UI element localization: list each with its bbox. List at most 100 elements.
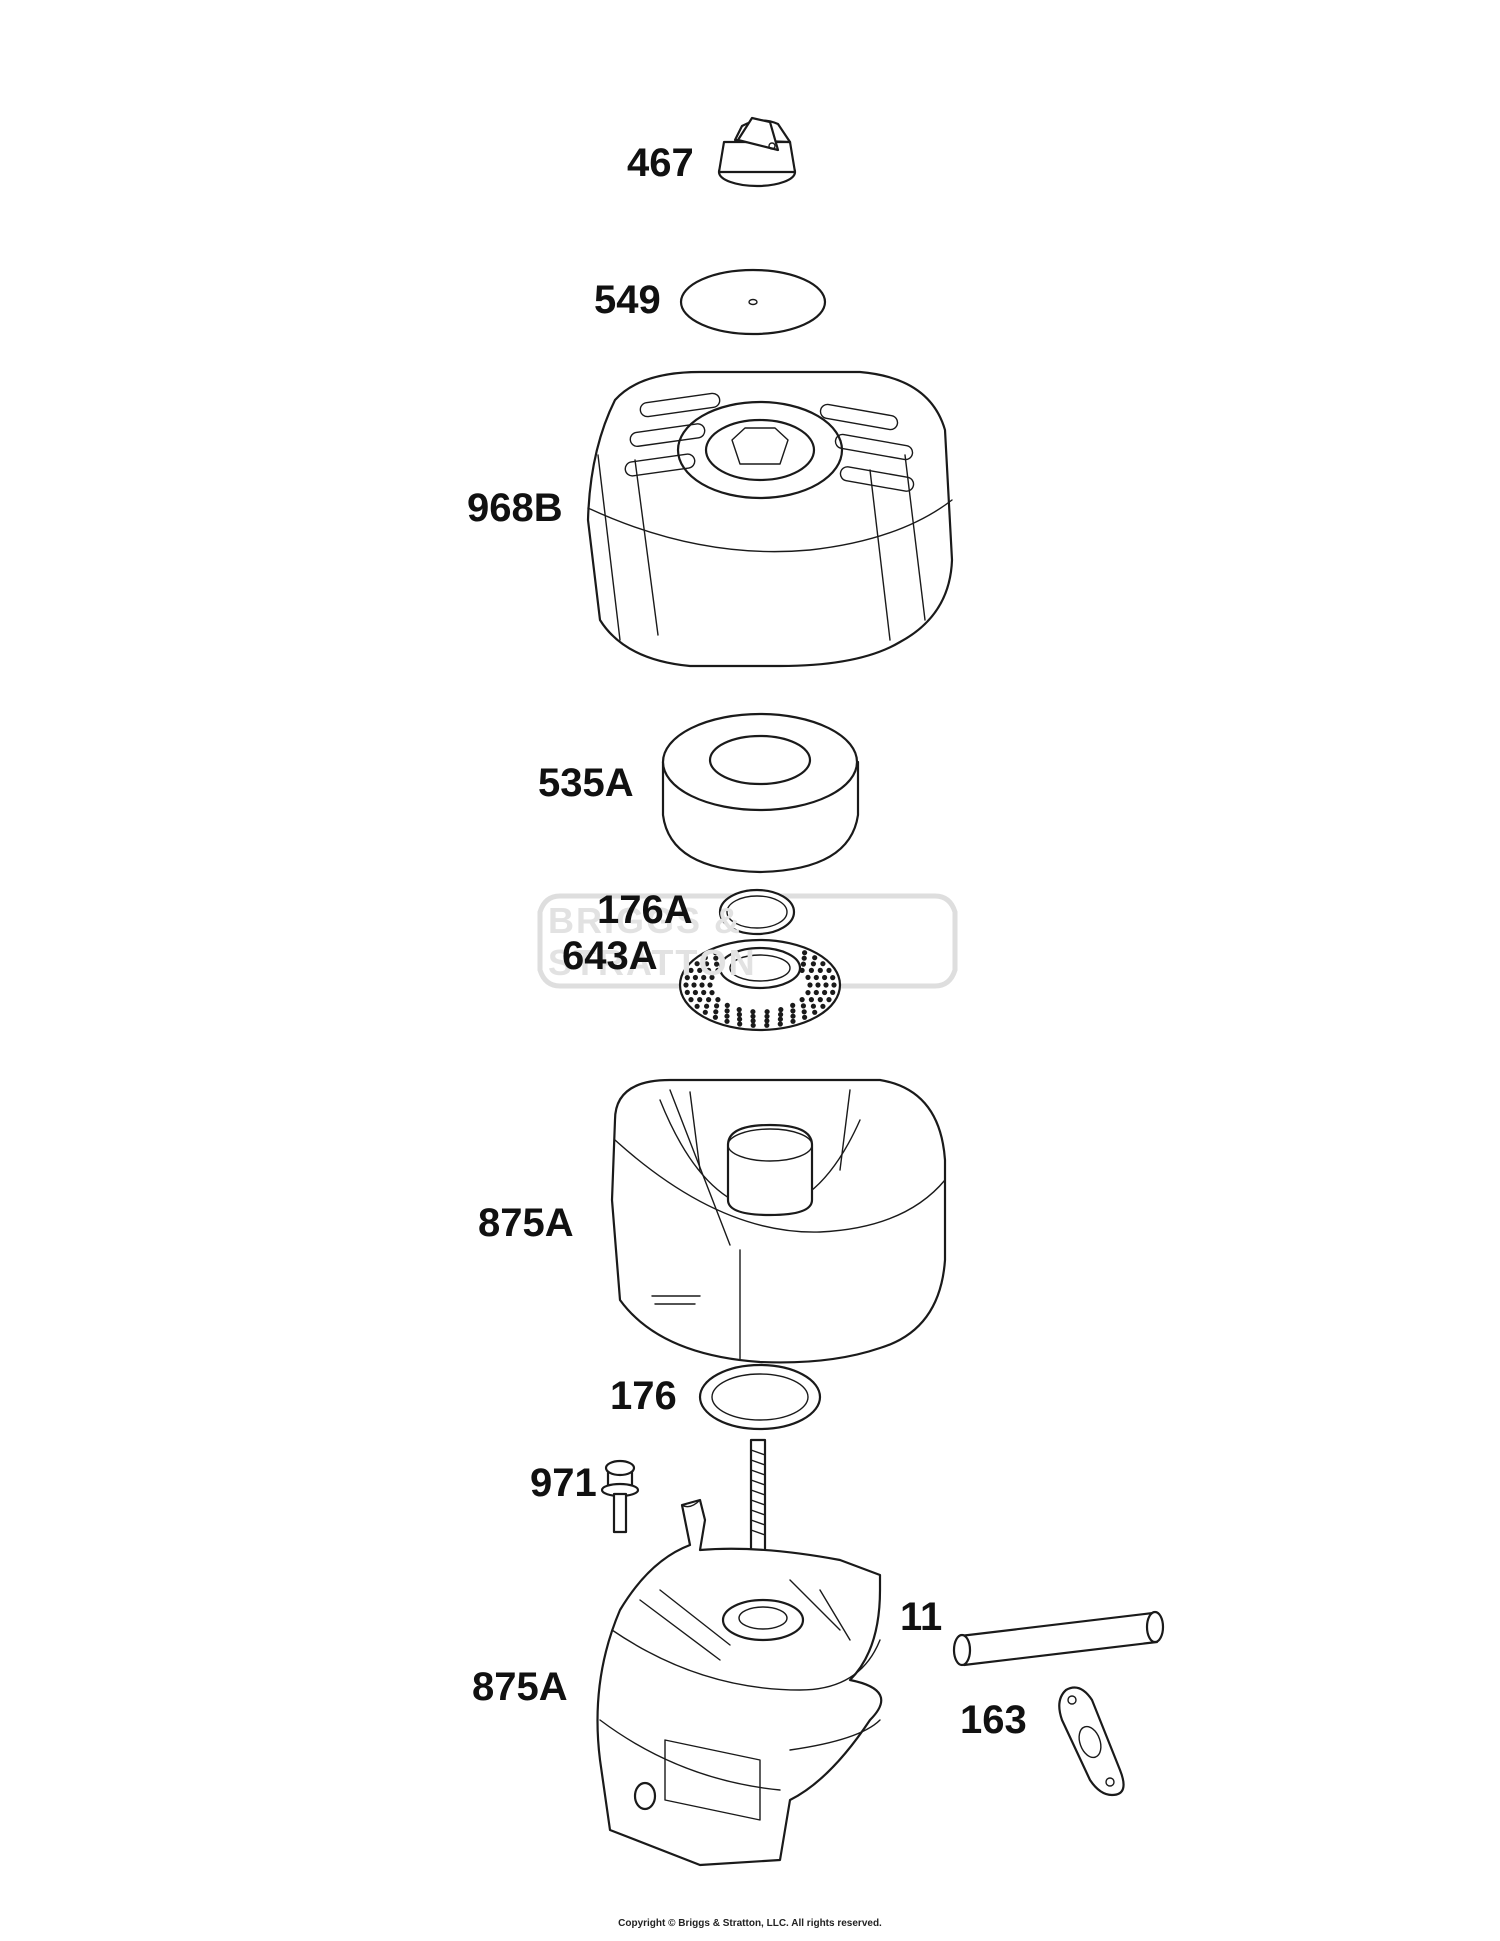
screen-perforation [702, 1009, 708, 1015]
part-label-11: 11 [900, 1595, 943, 1639]
screen-perforation [790, 1008, 796, 1014]
screen-perforation [764, 1022, 770, 1028]
gasket-176 [698, 1363, 822, 1431]
screen-perforation [830, 989, 836, 996]
screen-perforation [808, 967, 815, 974]
screen-perforation [692, 974, 699, 981]
screen-perforation [713, 1009, 719, 1015]
screen-perforation [707, 982, 713, 988]
screen-perforation [810, 1003, 817, 1009]
screen-perforation [712, 950, 719, 956]
screen-perforation [820, 961, 826, 967]
screen-perforation [799, 997, 805, 1003]
watermark-badge [537, 893, 958, 989]
screen-perforation [790, 1002, 796, 1009]
screen-perforation [692, 989, 699, 996]
part-label-643a: 643A [562, 934, 658, 978]
screen-perforation [706, 967, 712, 974]
screen-perforation [750, 1009, 756, 1015]
screen-perforation [801, 955, 807, 961]
screen-perforation [724, 1008, 730, 1014]
screen-perforation [709, 990, 715, 996]
part-label-968b: 968B [467, 486, 563, 530]
screen-perforation [805, 974, 811, 981]
screen-perforation [805, 990, 811, 996]
screen-perforation [694, 1003, 700, 1009]
screen-perforation [777, 1021, 783, 1027]
screen-perforation [737, 1021, 743, 1027]
screen-perforation [701, 989, 707, 996]
part-label-176a: 176A [597, 888, 693, 932]
part-label-875a-top: 875A [478, 1201, 574, 1245]
washer-549 [679, 268, 827, 336]
screen-perforation [706, 997, 712, 1003]
part-label-875a-base: 875A [472, 1665, 568, 1709]
gasket-163 [1058, 1686, 1125, 1797]
screen-perforation [715, 967, 721, 974]
screen-perforation [683, 982, 689, 988]
screen-perforation [810, 961, 817, 967]
screen-perforation [813, 974, 819, 981]
copyright-footer: Copyright © Briggs & Stratton, LLC. All … [618, 1918, 882, 1929]
tube-11 [952, 1610, 1165, 1667]
screen-perforation [737, 1016, 743, 1022]
screen-perforation [802, 950, 808, 956]
part-label-467: 467 [627, 141, 694, 185]
screen-perforation [697, 967, 703, 974]
bolt-971 [600, 1459, 640, 1534]
screen-perforation [807, 982, 813, 988]
screen-perforation [764, 1013, 770, 1019]
screen-perforation [724, 1002, 730, 1009]
screen-perforation [812, 955, 818, 961]
part-label-549: 549 [594, 278, 661, 322]
screen-perforation [724, 1013, 730, 1019]
screen-perforation [764, 1009, 770, 1015]
screen-perforation [802, 1014, 808, 1020]
part-label-176: 176 [610, 1374, 677, 1418]
screen-perforation [800, 961, 807, 967]
screen-perforation [817, 967, 823, 974]
screen-perforation [831, 982, 837, 988]
screen-perforation [800, 1003, 807, 1009]
screen-perforation [750, 1022, 756, 1028]
screen-perforation [709, 974, 715, 981]
part-label-971: 971 [530, 1461, 597, 1505]
screen-perforation [702, 955, 708, 961]
screen-perforation [750, 1013, 756, 1019]
screen-perforation [712, 1014, 719, 1020]
screen-perforation [826, 997, 832, 1003]
screen-643a [678, 938, 842, 1032]
screen-perforation [822, 974, 828, 981]
screen-perforation [808, 997, 815, 1003]
screen-perforation [790, 1018, 796, 1024]
screen-perforation [713, 955, 719, 961]
screen-perforation [715, 997, 721, 1003]
screen-perforation [704, 961, 710, 967]
foam-filter-535a [661, 712, 860, 874]
screen-perforation [697, 997, 703, 1003]
screen-perforation [699, 982, 705, 988]
screen-perforation [688, 967, 694, 974]
screen-perforation [777, 1016, 784, 1022]
screen-perforation [684, 975, 690, 981]
screen-perforation [704, 1003, 710, 1009]
screen-perforation [750, 1018, 756, 1024]
part-label-535a: 535A [538, 761, 634, 805]
base-875a [596, 1498, 883, 1867]
screen-perforation [813, 989, 819, 996]
screen-perforation [714, 961, 720, 967]
screen-perforation [822, 989, 828, 996]
screen-perforation [764, 1018, 770, 1024]
screen-perforation [790, 1013, 796, 1019]
screen-perforation [736, 1007, 742, 1013]
screen-perforation [801, 1009, 807, 1015]
housing-875a-top [610, 1078, 947, 1396]
oring-176a [718, 888, 796, 936]
screen-perforation [724, 1018, 730, 1024]
screen-perforation [694, 961, 700, 967]
screen-perforation [812, 1009, 818, 1015]
screen-perforation [688, 997, 694, 1003]
screen-perforation [778, 1011, 784, 1018]
screen-perforation [815, 982, 821, 988]
